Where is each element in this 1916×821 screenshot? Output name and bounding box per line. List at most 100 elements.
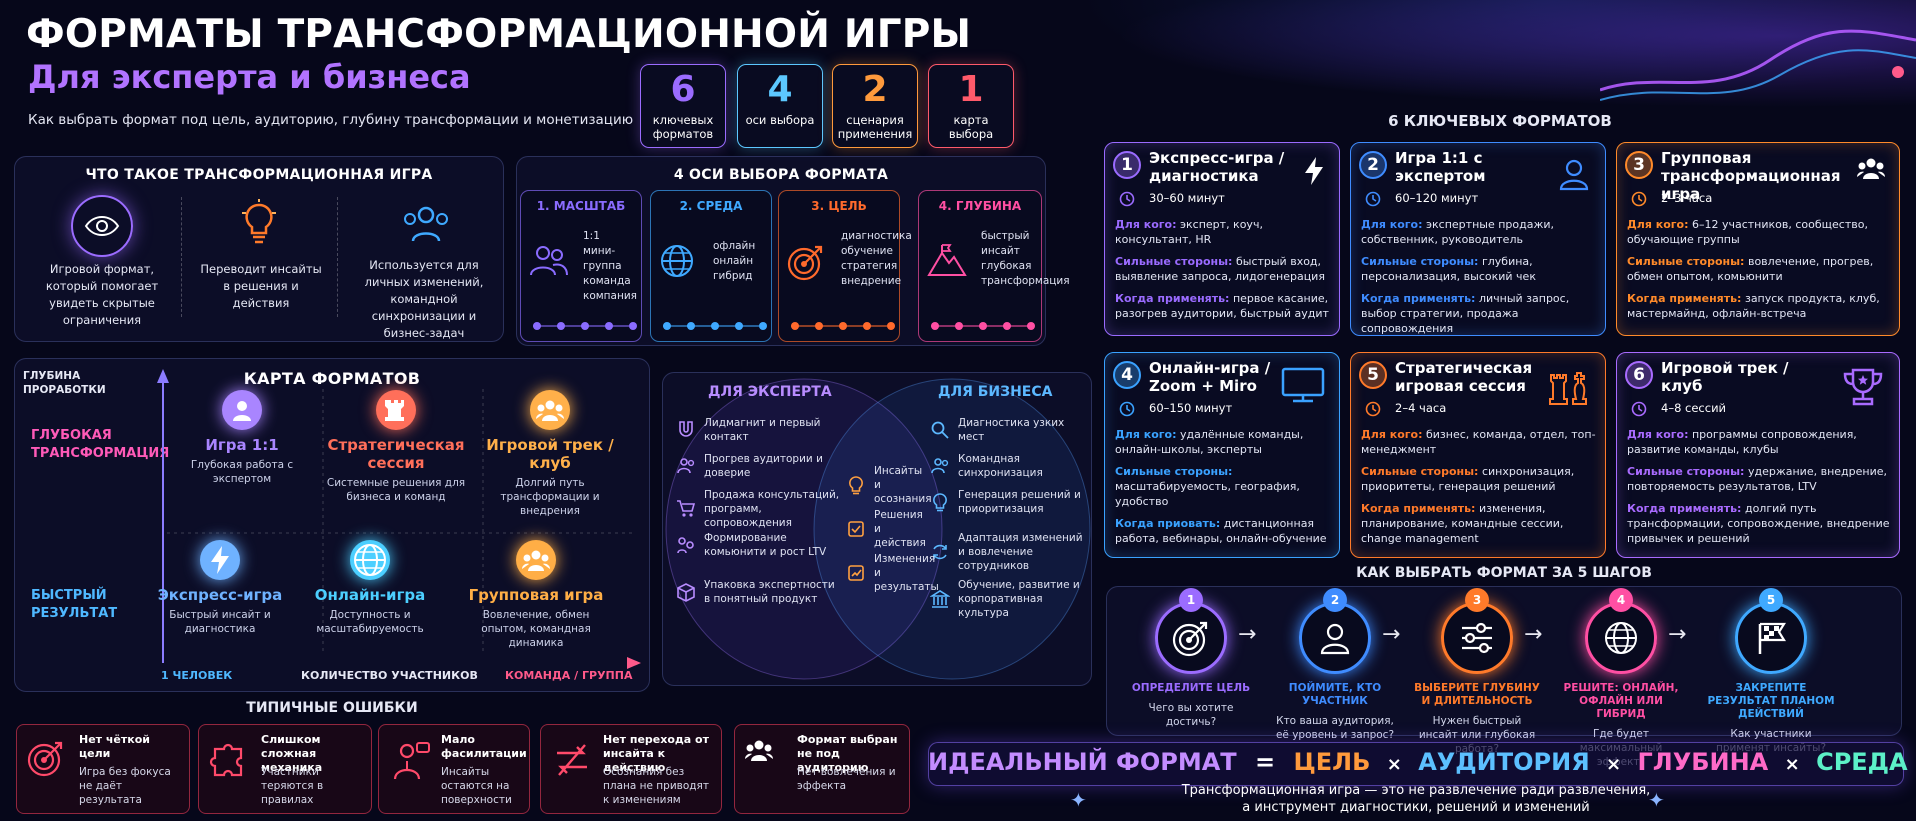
venn-right-item: Диагностика узких мест [930, 416, 1090, 444]
trophy-icon [1841, 367, 1885, 407]
venn-left-text: Продажа консультаций, программ, сопровож… [704, 489, 840, 529]
format-strengths: масштабируемость, география, удобство [1115, 480, 1300, 508]
format-who: эксперт, коуч, консультант, HR [1115, 218, 1263, 246]
map-cell-desc: Быстрый инсайт и диагностика [169, 609, 271, 635]
facilitator-icon [389, 739, 431, 781]
map-cell-desc: Вовлечение, обмен опытом, командная дина… [481, 609, 591, 649]
map-cell-desc: Системные решения для бизнеса и команд [326, 477, 466, 503]
error-desc: Участники теряются в правилах [261, 766, 324, 806]
group-icon [1857, 157, 1885, 179]
puzzle-icon [209, 739, 251, 781]
format-number: 5 [1359, 361, 1387, 389]
lightning-icon [1303, 157, 1325, 185]
what-panel: ЧТО ТАКОЕ ТРАНСФОРМАЦИОННАЯ ИГРА Игровой… [14, 156, 504, 342]
axis-title: 1. МАСШТАБ [536, 199, 626, 213]
arrow-right-icon: → [1524, 622, 1543, 647]
globe-icon [1585, 602, 1657, 674]
monitor-icon [1281, 367, 1325, 403]
format-card: 2 Игра 1:1 с экспертом 60–120 минут Для … [1350, 142, 1606, 336]
group-icon [516, 540, 556, 580]
format-when: запуск продукта, клуб, мастермайнд, офла… [1627, 292, 1880, 320]
formula-audience: АУДИТОРИЯ [1418, 748, 1590, 776]
map-cell-title: Игра 1:1 [205, 436, 279, 454]
venn-right-text: Обучение, развитие и корпоративная культ… [958, 579, 1080, 619]
lightning-icon [200, 540, 240, 580]
sync-icon [930, 542, 952, 562]
background-glow [1000, 0, 1916, 120]
stat-value: 2 [862, 69, 888, 110]
format-strengths: удержание, внедрение, повторяемость резу… [1627, 465, 1887, 493]
venn-right-text: Генерация решений и приоритизация [958, 489, 1081, 515]
venn-left-item: Формирование комьюнити и рост LTV [676, 531, 844, 559]
formula-x2: × [1606, 754, 1622, 775]
axis-item: онлайн [713, 255, 754, 267]
map-y-top: ГЛУБОКАЯ ТРАНСФОРМАЦИЯ [31, 428, 170, 461]
target-icon [787, 243, 825, 281]
format-label-who: Для кого: [1627, 428, 1689, 441]
map-x-right: КОМАНДА / ГРУППА [505, 669, 633, 682]
error-title: Мало фасилитации [441, 733, 527, 760]
venn-right-item: Адаптация изменений и вовлечение сотрудн… [930, 531, 1090, 573]
format-when: долгий путь трансформации, сопровождение… [1627, 502, 1890, 545]
chart-icon [846, 563, 868, 583]
format-duration: 30–60 минут [1149, 191, 1225, 205]
stat-value: 4 [767, 69, 793, 110]
venn-center-item: Инсайты и осознания [846, 464, 932, 506]
axis-scale [663, 322, 767, 330]
format-card: 4 Онлайн-игра / Zoom + Miro 60–150 минут… [1104, 352, 1340, 558]
map-axes [157, 369, 641, 669]
cart-icon [676, 499, 698, 519]
step-number: 2 [1323, 588, 1347, 612]
magnet-icon [676, 420, 698, 440]
format-label-strengths: Сильные стороны: [1115, 255, 1233, 268]
format-number: 6 [1625, 361, 1653, 389]
building-icon [930, 589, 952, 609]
user-icon [1557, 157, 1591, 191]
step-number: 5 [1759, 588, 1783, 612]
page-tagline: Как выбрать формат под цель, аудиторию, … [28, 112, 634, 128]
format-strengths: вовлечение, прогрев, обмен опытом, комью… [1627, 255, 1874, 283]
step: 5 ЗАКРЕПИТЕ РЕЗУЛЬТАТ ПЛАНОМ ДЕЙСТВИЙ Ка… [1706, 588, 1836, 755]
format-who: программы сопровождения, развитие команд… [1627, 428, 1857, 456]
venn-right-text: Диагностика узких мест [958, 417, 1065, 443]
venn-left-text: Лидмагнит и первый контакт [704, 417, 821, 443]
venn-center-text: Решения и действия [874, 509, 926, 549]
step: 3 ВЫБЕРИТЕ ГЛУБИНУ И ДЛИТЕЛЬНОСТЬ Нужен … [1412, 588, 1542, 756]
star-icon: ✦ [1648, 788, 1665, 812]
star-icon: ✦ [1070, 788, 1087, 812]
format-strengths: глубина, персонализация, высокий чек [1361, 255, 1536, 283]
map-y-axis-title: ГЛУБИНА ПРОРАБОТКИ [23, 370, 106, 396]
format-label-who: Для кого: [1115, 428, 1177, 441]
map-cell: Групповая игра Вовлечение, обмен опытом,… [466, 540, 606, 650]
format-number: 2 [1359, 151, 1387, 179]
format-label-who: Для кого: [1115, 218, 1177, 231]
format-title: Игровой трек / клуб [1661, 359, 1789, 395]
step: 1 ОПРЕДЕЛИТЕ ЦЕЛЬ Чего вы хотите достичь… [1126, 588, 1256, 729]
stat-label: карта выбора [948, 113, 994, 141]
map-cell: Онлайн-игра Доступность и масштабируемос… [300, 540, 440, 636]
venn-right-title: ДЛЯ БИЗНЕСА [938, 384, 1053, 400]
clock-icon [1631, 401, 1647, 417]
format-card: 3 Групповая трансформационная игра 2–3 ч… [1616, 142, 1900, 336]
format-label-strengths: Сильные стороны: [1361, 465, 1479, 478]
venn-circles [665, 378, 1091, 680]
check-icon [846, 519, 868, 539]
page-title: ФОРМАТЫ ТРАНСФОРМАЦИОННОЙ ИГРЫ [26, 12, 972, 57]
format-duration: 2–4 часа [1395, 401, 1447, 415]
arrow-right-icon: → [1238, 622, 1257, 647]
format-label-when: Когда приовать: [1115, 517, 1221, 530]
error-title: Нет чёткой цели [79, 733, 150, 760]
box-icon [676, 582, 698, 602]
venn-right-text: Адаптация изменений и вовлечение сотрудн… [958, 532, 1083, 572]
format-who: экспертные продажи, собственник, руковод… [1361, 218, 1555, 246]
error-title: Формат выбран не под аудиторию [797, 733, 898, 774]
format-label-who: Для кого: [1627, 218, 1689, 231]
error-title: Слишком сложная механика [261, 733, 323, 774]
map-cell-desc: Долгий путь трансформации и внедрения [500, 477, 600, 517]
format-who: 6–12 участников, сообщество, обучающие г… [1627, 218, 1868, 246]
what-item-2: Переводит инсайты в решения и действия [200, 262, 322, 310]
venn-left-title: ДЛЯ ЭКСПЕРТА [708, 384, 832, 400]
error-title: Нет перехода от инсайта к действию [603, 733, 709, 774]
